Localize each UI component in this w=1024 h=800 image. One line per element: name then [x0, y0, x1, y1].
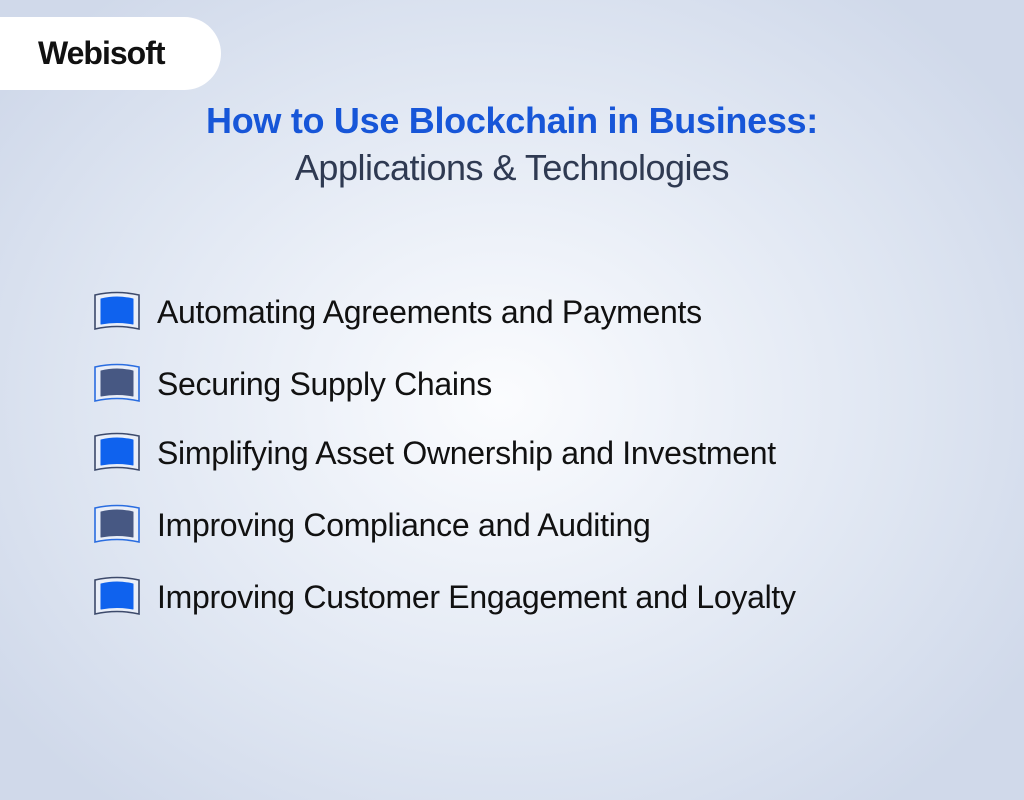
list-item-label: Improving Compliance and Auditing [157, 506, 651, 543]
blue-cube-icon [94, 291, 140, 331]
list-item-label: Improving Customer Engagement and Loyalt… [157, 578, 796, 615]
list-item-label: Securing Supply Chains [157, 365, 492, 402]
list-item: Securing Supply Chains [93, 362, 913, 406]
list-item: Improving Compliance and Auditing [93, 503, 913, 547]
list-item: Automating Agreements and Payments [93, 290, 913, 334]
logo-badge: Webisoft [0, 17, 221, 90]
list-item-label: Simplifying Asset Ownership and Investme… [157, 434, 776, 471]
blue-cube-icon [94, 576, 140, 616]
slate-cube-icon [94, 363, 140, 403]
list-item: Improving Customer Engagement and Loyalt… [93, 575, 913, 619]
page-title: How to Use Blockchain in Business: [206, 100, 818, 141]
list-item: Simplifying Asset Ownership and Investme… [93, 431, 913, 475]
list-item-label: Automating Agreements and Payments [157, 293, 702, 330]
page-subtitle: Applications & Technologies [294, 147, 730, 188]
slate-cube-icon [94, 504, 140, 544]
blue-cube-icon [94, 432, 140, 472]
brand-logo: Webisoft [38, 35, 166, 71]
